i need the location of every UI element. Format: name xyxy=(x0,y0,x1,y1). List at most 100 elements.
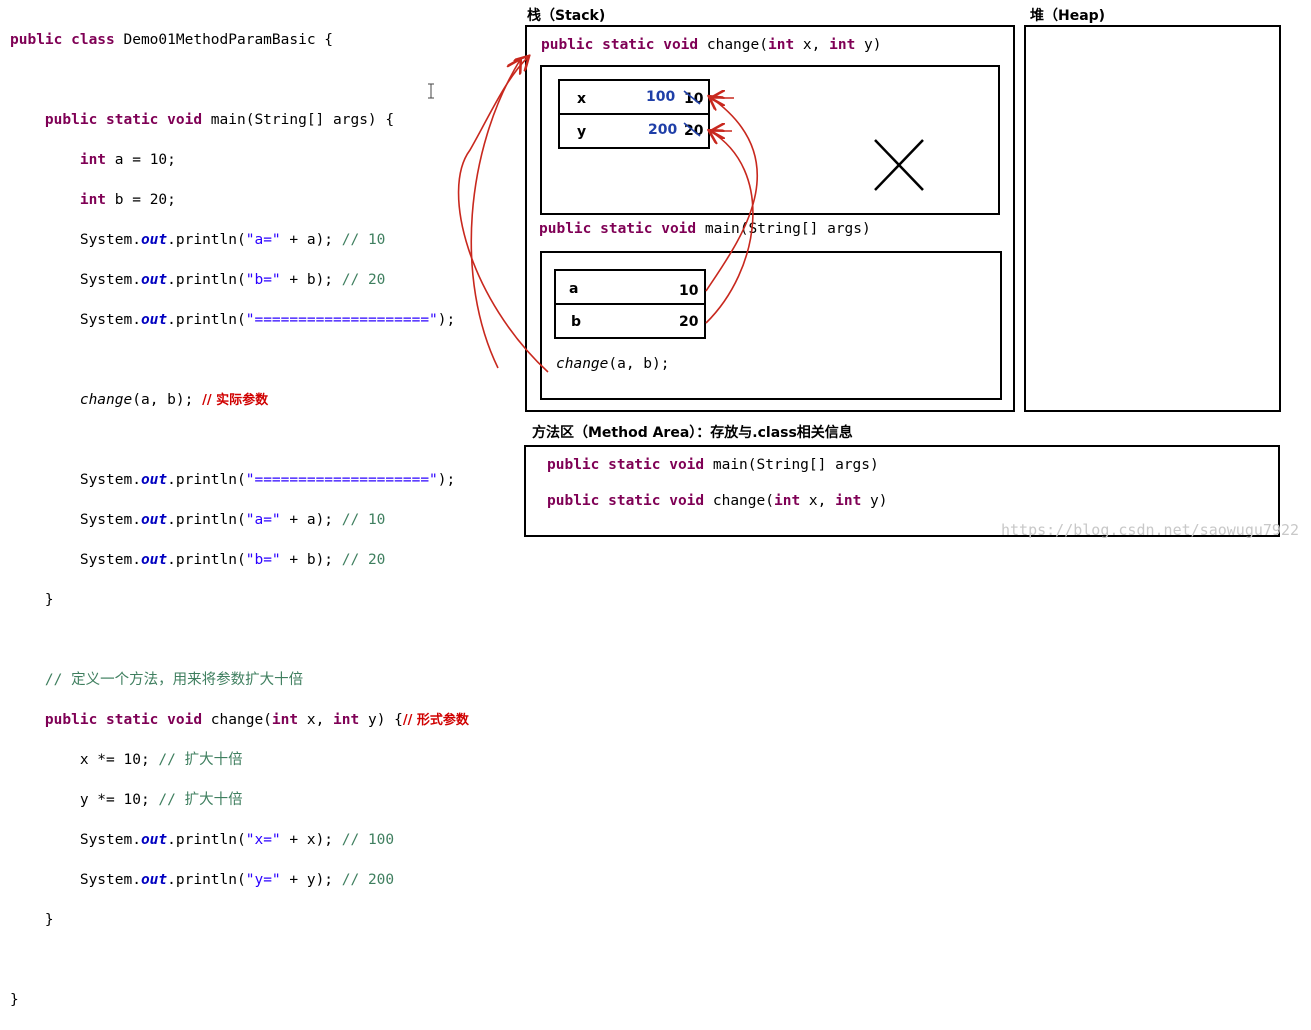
method-call: change xyxy=(556,356,609,372)
token: .println( xyxy=(167,312,246,328)
token: System. xyxy=(79,832,141,848)
token: main(String[] args) xyxy=(696,221,871,237)
token: change( xyxy=(202,712,272,728)
keyword: int xyxy=(767,37,795,53)
string: "y=" xyxy=(245,872,281,888)
source-code-panel: public class Demo01MethodParamBasic { pu… xyxy=(10,10,469,1030)
var-y-old-value: 20 xyxy=(684,123,704,139)
method-area-box xyxy=(524,445,1280,537)
method-call: change xyxy=(79,392,133,408)
actual-param-note: // 实际参数 xyxy=(202,393,269,408)
comment: // 100 xyxy=(341,832,395,848)
token: + b); xyxy=(280,552,342,568)
keyword: public static void xyxy=(44,712,203,728)
token: out xyxy=(140,832,168,848)
string: "a=" xyxy=(245,512,281,528)
string: "====================" xyxy=(245,472,438,488)
var-a-label: a xyxy=(569,281,579,297)
main-signature: main(String[] args) { xyxy=(202,112,395,128)
token: + x); xyxy=(280,832,342,848)
code-line-class-close: } xyxy=(10,990,469,1010)
var-x-label: x xyxy=(577,91,587,107)
code-line-change-decl: public static void change(int x, int y) … xyxy=(10,710,469,730)
comment: // 10 xyxy=(341,232,386,248)
keyword: int xyxy=(773,493,801,509)
statement: y *= 10; xyxy=(79,792,159,808)
token: + a); xyxy=(280,232,342,248)
main-frame-signature: public static void main(String[] args) xyxy=(539,221,871,237)
token: .println( xyxy=(167,872,246,888)
code-line-print-x: System.out.println("x=" + x); // 100 xyxy=(10,830,469,850)
token: .println( xyxy=(167,832,246,848)
stack-title: 栈（Stack) xyxy=(527,8,606,24)
token: x, xyxy=(298,712,334,728)
token: out xyxy=(140,272,168,288)
keyword: public class xyxy=(10,32,115,48)
keyword: public static void xyxy=(44,112,203,128)
keyword: int xyxy=(333,712,360,728)
var-a-value: 10 xyxy=(679,283,699,299)
token: System. xyxy=(79,272,141,288)
code-line-main-close: } xyxy=(10,590,469,610)
token: System. xyxy=(79,232,141,248)
token: out xyxy=(140,472,168,488)
token: out xyxy=(140,552,168,568)
keyword: public static void xyxy=(547,457,705,473)
token: } xyxy=(44,592,54,608)
comment: // 10 xyxy=(341,512,386,528)
token: System. xyxy=(79,512,141,528)
keyword: int xyxy=(835,493,862,509)
statement: b = 20; xyxy=(106,192,176,208)
keyword: int xyxy=(271,712,299,728)
keyword: public static void xyxy=(547,493,705,509)
method-area-title: 方法区（Method Area）：存放与.class相关信息 xyxy=(532,425,853,441)
token: change( xyxy=(698,37,768,53)
string: "a=" xyxy=(245,232,281,248)
token: y) { xyxy=(359,712,403,728)
keyword: public static void xyxy=(541,37,699,53)
heap-title: 堆（Heap) xyxy=(1030,8,1106,24)
var-x-new-value: 100 xyxy=(646,89,676,105)
token: + y); xyxy=(280,872,342,888)
code-line-print-sep: System.out.println("====================… xyxy=(10,310,469,330)
var-y-label: y xyxy=(577,124,587,140)
code-line-x-mul: x *= 10; // 扩大十倍 xyxy=(10,750,469,770)
code-line-method-comment: // 定义一个方法，用来将参数扩大十倍 xyxy=(10,670,469,690)
code-line-print-a: System.out.println("a=" + a); // 10 xyxy=(10,230,469,250)
token: x, xyxy=(800,493,836,509)
method-area-main: public static void main(String[] args) xyxy=(547,457,879,473)
code-line-int-a: int a = 10; xyxy=(10,150,469,170)
token: out xyxy=(140,312,168,328)
token: main(String[] args) xyxy=(704,457,879,473)
token: y) xyxy=(855,37,882,53)
token: ); xyxy=(437,312,456,328)
code-line-print-b2: System.out.println("b=" + b); // 20 xyxy=(10,550,469,570)
token: .println( xyxy=(167,472,246,488)
token: } xyxy=(44,912,54,928)
code-line-change-call: change(a, b); // 实际参数 xyxy=(10,390,469,410)
statement: a = 10; xyxy=(106,152,176,168)
token: x, xyxy=(794,37,830,53)
code-line-class-decl: public class Demo01MethodParamBasic { xyxy=(10,30,469,50)
token: System. xyxy=(79,872,141,888)
method-area-change: public static void change(int x, int y) xyxy=(547,493,888,509)
keyword: int xyxy=(79,192,107,208)
token: out xyxy=(140,232,168,248)
token: .println( xyxy=(167,552,246,568)
token: } xyxy=(10,992,19,1008)
keyword: public static void xyxy=(539,221,697,237)
token: (a, b); xyxy=(608,356,670,372)
token: System. xyxy=(79,552,141,568)
comment: // 定义一个方法，用来将参数扩大十倍 xyxy=(44,672,304,688)
token: System. xyxy=(79,312,141,328)
string: "b=" xyxy=(245,272,281,288)
code-line-print-y: System.out.println("y=" + y); // 200 xyxy=(10,870,469,890)
comment: // 200 xyxy=(341,872,395,888)
keyword: int xyxy=(829,37,856,53)
code-line-y-mul: y *= 10; // 扩大十倍 xyxy=(10,790,469,810)
token: (a, b); xyxy=(132,392,203,408)
token: System. xyxy=(79,472,141,488)
token: .println( xyxy=(167,512,246,528)
token: out xyxy=(140,872,168,888)
class-name: Demo01MethodParamBasic { xyxy=(114,32,334,48)
